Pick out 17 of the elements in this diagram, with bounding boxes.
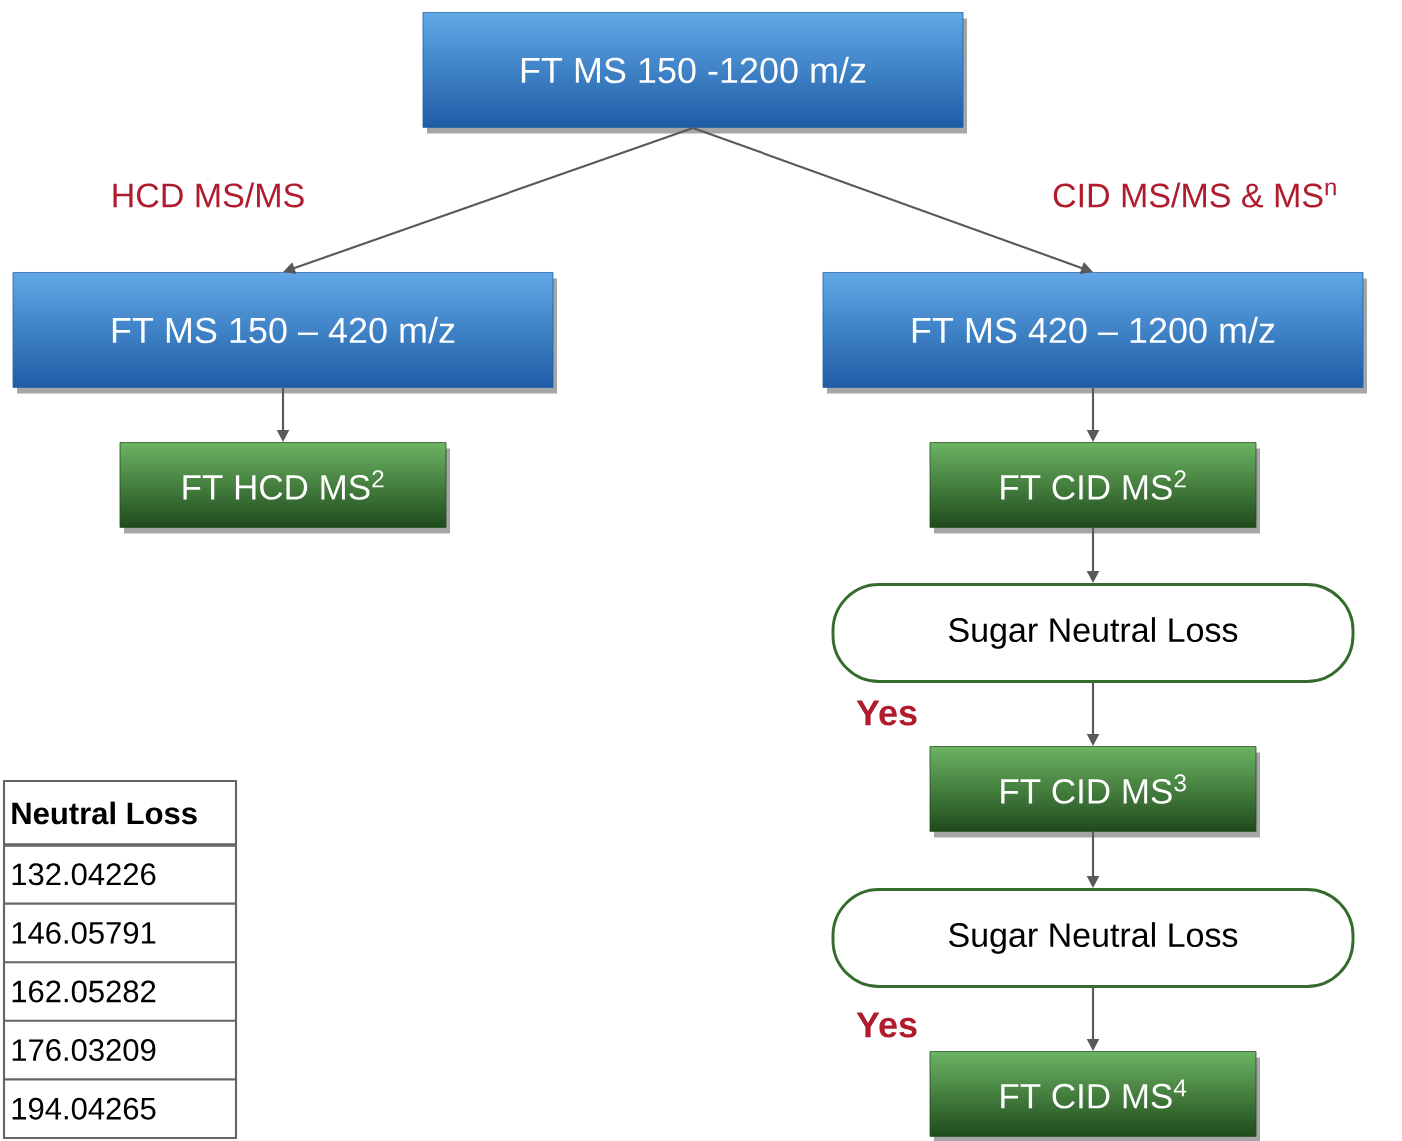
process-box: FT CID MS$^{3}$ (929, 746, 1260, 838)
edge-label: CID MS/MS & MS$^{n}$ (1053, 182, 1336, 208)
edge-label: Yes (856, 1012, 917, 1038)
process-box: FT CID MS$^{4}$ (929, 1051, 1260, 1141)
process-box: FT MS 150 – 420 m/z (12, 272, 557, 394)
table-value: 176.03209 (12, 1039, 156, 1062)
edge-label: HCD MS/MS (113, 182, 304, 208)
edge-label: Yes (856, 700, 917, 726)
table-value: 132.04226 (12, 863, 156, 886)
table-header: Neutral Loss (12, 801, 197, 825)
table-value: 194.04265 (12, 1097, 156, 1120)
table-value: 146.05791 (12, 921, 156, 944)
process-box: FT HCD MS$^{2}$ (119, 442, 450, 534)
process-box: FT MS 420 – 1200 m/z (822, 272, 1367, 394)
process-box: FT CID MS$^{2}$ (929, 442, 1260, 534)
table-value: 162.05282 (12, 980, 156, 1003)
process-box: FT MS 150 -1200 m/z (422, 12, 967, 134)
